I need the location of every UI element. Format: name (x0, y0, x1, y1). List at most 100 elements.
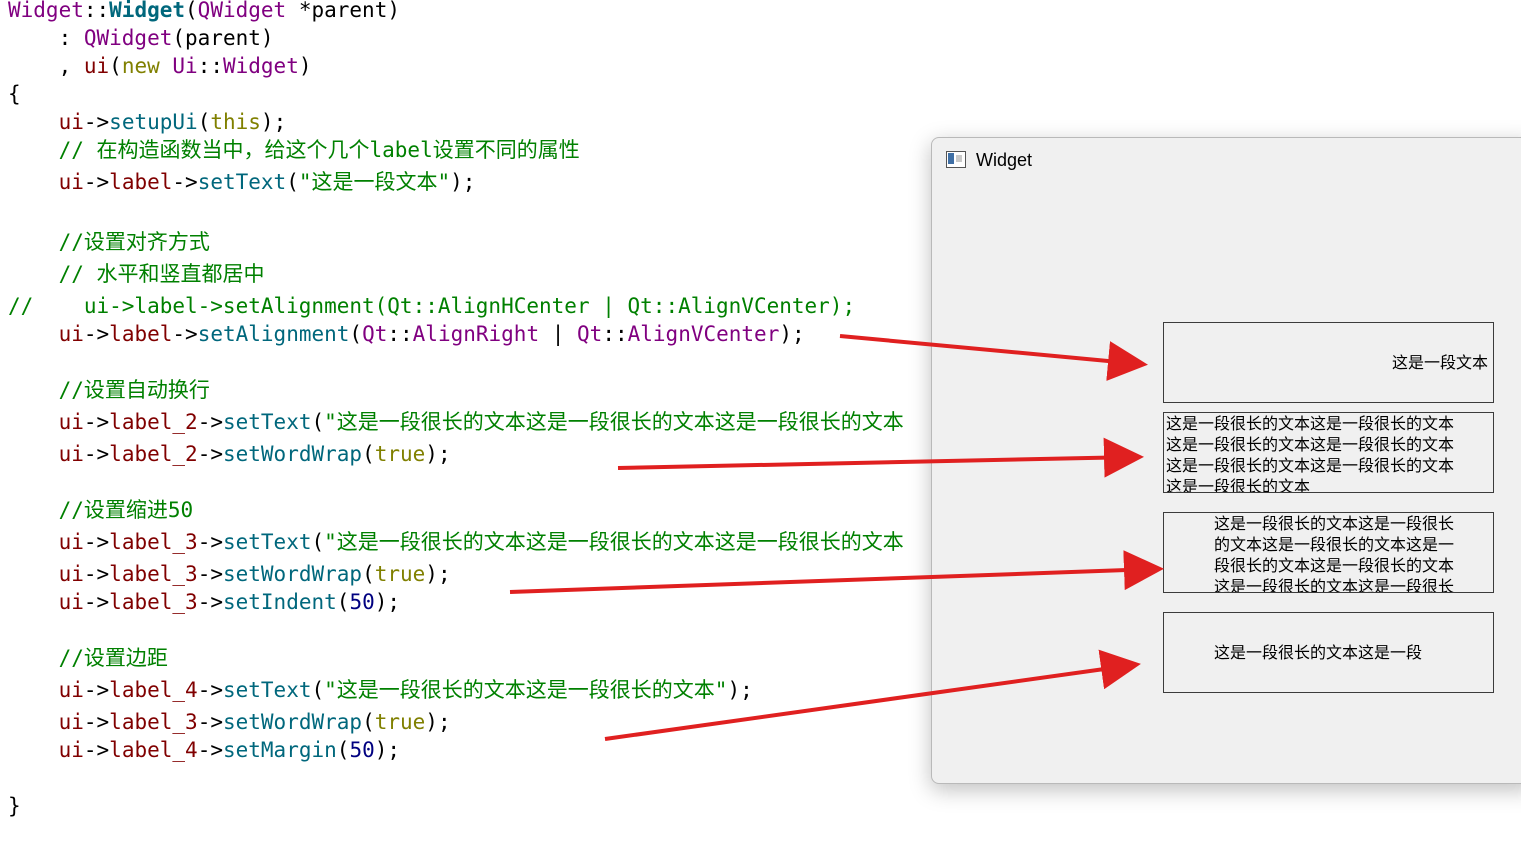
label-line: 段很长的文本这是一段很长的文本 (1214, 556, 1455, 575)
code-token: -> (197, 562, 223, 586)
code-token: ( (311, 410, 325, 434)
code-line[interactable]: //设置缩进50 (8, 496, 194, 526)
label-line: 这是一段很长的文本这是一段很长的文本 (1166, 435, 1455, 454)
code-token: true (374, 710, 426, 734)
code-token: Widget (222, 54, 299, 78)
code-line[interactable]: // 水平和竖直都居中 (8, 260, 265, 290)
code-token: ); (425, 710, 451, 734)
code-token: -> (83, 110, 110, 134)
code-line[interactable]: : QWidget(parent) (8, 24, 274, 54)
code-token: :: (83, 0, 110, 22)
label-line: 这是一段很长的文本这是一段很长 (1214, 514, 1455, 533)
code-token: -> (197, 678, 223, 702)
label-line: 这是一段很长的文本这是一段很长的文本 (1166, 456, 1455, 475)
code-token: setText (222, 410, 312, 434)
code-token: label_3 (109, 530, 198, 554)
code-token: ( (336, 590, 350, 614)
label-line: 的文本这是一段很长的文本这是一 (1214, 535, 1455, 554)
code-token: setText (222, 678, 312, 702)
code-line[interactable]: ui->label_3->setWordWrap(true); (8, 708, 451, 738)
code-token: :: (602, 322, 628, 346)
code-token (8, 170, 59, 194)
code-line[interactable]: //设置自动换行 (8, 376, 210, 406)
code-token: label (109, 322, 173, 346)
label-line: 这是一段很长的文本这是一段很长 (1214, 577, 1455, 593)
code-token: setAlignment (197, 322, 350, 346)
code-line[interactable]: //设置对齐方式 (8, 228, 210, 258)
label-4-text: 这是一段很长的文本这是一段 (1214, 643, 1423, 662)
code-line[interactable]: ui->label_4->setText("这是一段很长的文本这是一段很长的文本… (8, 676, 753, 706)
code-token: label_4 (109, 738, 198, 762)
code-token: Qt (577, 322, 603, 346)
code-line[interactable]: , ui(new Ui::Widget) (8, 52, 312, 82)
code-token: ui (58, 678, 84, 702)
code-line[interactable]: { (8, 80, 21, 110)
code-token: ); (374, 590, 401, 614)
code-token: setupUi (109, 110, 198, 134)
code-token: label_2 (109, 410, 198, 434)
code-token: 50 (349, 590, 375, 614)
code-token: :: (387, 322, 413, 346)
widget-window[interactable]: Widget 这是一段文本 这是一段很长的文本这是一段很长的文本这是一段很长的文… (931, 137, 1521, 784)
code-token: true (374, 442, 426, 466)
code-token: -> (197, 410, 223, 434)
code-token: :: (197, 54, 223, 78)
code-line[interactable]: ui->label_3->setText("这是一段很长的文本这是一段很长的文本… (8, 528, 904, 558)
code-token: ( (362, 562, 375, 586)
code-token: ( (311, 530, 325, 554)
code-token: ui (58, 110, 84, 134)
window-icon (946, 151, 966, 168)
code-token: -> (83, 322, 110, 346)
code-token: (parent) (172, 26, 274, 50)
code-token: setWordWrap (222, 562, 363, 586)
code-token: -> (83, 738, 110, 762)
code-token: ( (197, 110, 211, 134)
code-token: setWordWrap (222, 442, 363, 466)
code-token: ); (727, 678, 753, 702)
code-token: AlignVCenter (627, 322, 780, 346)
code-token: : (8, 26, 84, 50)
code-token: -> (197, 590, 223, 614)
code-token: *parent) (286, 0, 400, 22)
code-token: -> (197, 530, 223, 554)
code-line[interactable]: ui->label_2->setText("这是一段很长的文本这是一段很长的文本… (8, 408, 904, 438)
code-token: ui (58, 562, 84, 586)
code-line[interactable]: ui->label_4->setMargin(50); (8, 736, 400, 766)
code-token (8, 410, 59, 434)
code-token: ui (58, 322, 84, 346)
code-token: ui (58, 710, 84, 734)
code-token: ( (185, 0, 198, 22)
code-token: Widget (109, 0, 186, 22)
code-line[interactable]: ui->setupUi(this); (8, 108, 287, 138)
code-line[interactable]: // 在构造函数当中，给这个几个label设置不同的属性 (8, 136, 580, 166)
code-token: label_4 (109, 678, 198, 702)
code-token: label_3 (109, 590, 198, 614)
code-line[interactable]: // ui->label->setAlignment(Qt::AlignHCen… (8, 292, 855, 322)
code-token: ui (58, 410, 84, 434)
code-line[interactable]: ui->label->setAlignment(Qt::AlignRight |… (8, 320, 805, 350)
code-line[interactable]: Widget::Widget(QWidget *parent) (8, 0, 400, 26)
code-token (8, 738, 59, 762)
code-line[interactable]: ui->label_3->setIndent(50); (8, 588, 400, 618)
label-aligned-right: 这是一段文本 (1163, 322, 1494, 403)
code-token: ui (58, 530, 84, 554)
code-line[interactable]: ui->label_3->setWordWrap(true); (8, 560, 451, 590)
code-token (8, 442, 59, 466)
code-token: ( (311, 678, 325, 702)
code-token: //设置对齐方式 (8, 230, 210, 254)
code-line[interactable]: ui->label_2->setWordWrap(true); (8, 440, 451, 470)
code-token: label (109, 170, 173, 194)
code-line[interactable]: //设置边距 (8, 644, 168, 674)
code-token: ); (450, 170, 476, 194)
code-line[interactable]: } (8, 792, 21, 822)
label-margin: 这是一段很长的文本这是一段 (1163, 612, 1494, 693)
code-token: new (121, 54, 173, 78)
code-token (8, 110, 59, 134)
window-title: Widget (976, 150, 1033, 170)
code-line[interactable]: ui->label->setText("这是一段文本"); (8, 168, 476, 198)
code-token: ( (336, 738, 350, 762)
code-token: QWidget (83, 26, 173, 50)
code-token: ui (83, 54, 110, 78)
code-token (8, 322, 59, 346)
code-token: Widget (8, 0, 84, 22)
